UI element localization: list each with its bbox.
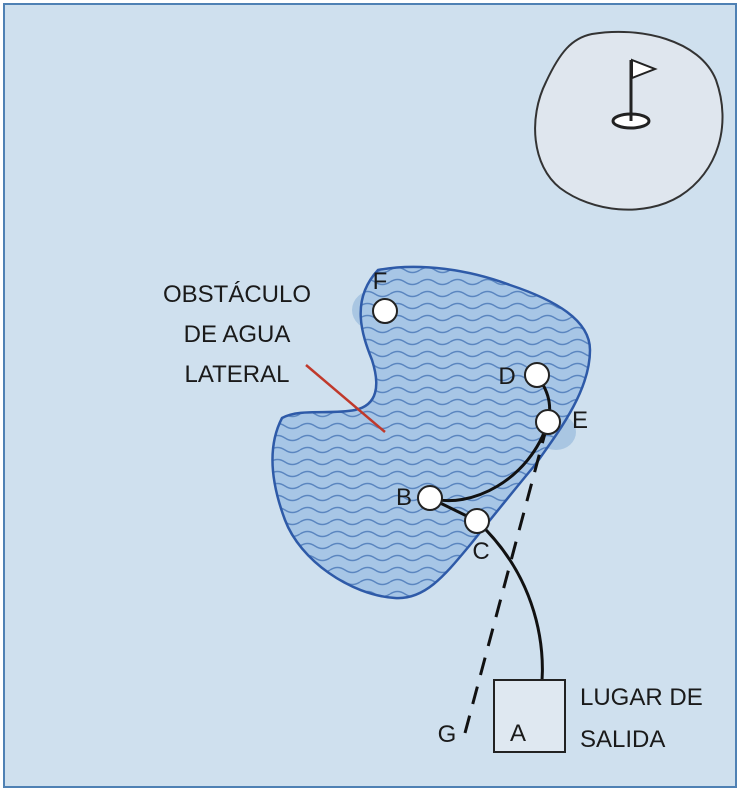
label-d: D bbox=[498, 363, 515, 390]
flag-icon bbox=[631, 58, 658, 80]
tee-label-line-1: LUGAR DE bbox=[580, 684, 703, 711]
point-e bbox=[535, 409, 561, 435]
tee-box bbox=[493, 679, 566, 753]
point-d bbox=[524, 362, 550, 388]
hazard-label-line-1: OBSTÁCULO bbox=[163, 281, 311, 308]
point-f bbox=[372, 298, 398, 324]
label-a: A bbox=[510, 720, 526, 747]
ball-path-b-e bbox=[429, 421, 550, 503]
hazard-label-line-2: DE AGUA bbox=[184, 321, 291, 348]
hazard-label-line-3: LATERAL bbox=[185, 361, 290, 388]
dashed-line-g-e bbox=[463, 421, 550, 734]
hazard-pointer-line bbox=[305, 364, 386, 433]
label-e: E bbox=[572, 407, 588, 434]
tee-label-line-2: SALIDA bbox=[580, 726, 665, 753]
label-b: B bbox=[396, 484, 412, 511]
label-c: C bbox=[472, 538, 489, 565]
point-b bbox=[417, 485, 443, 511]
point-c bbox=[464, 508, 490, 534]
label-f: F bbox=[373, 268, 388, 295]
label-g: G bbox=[438, 721, 457, 748]
